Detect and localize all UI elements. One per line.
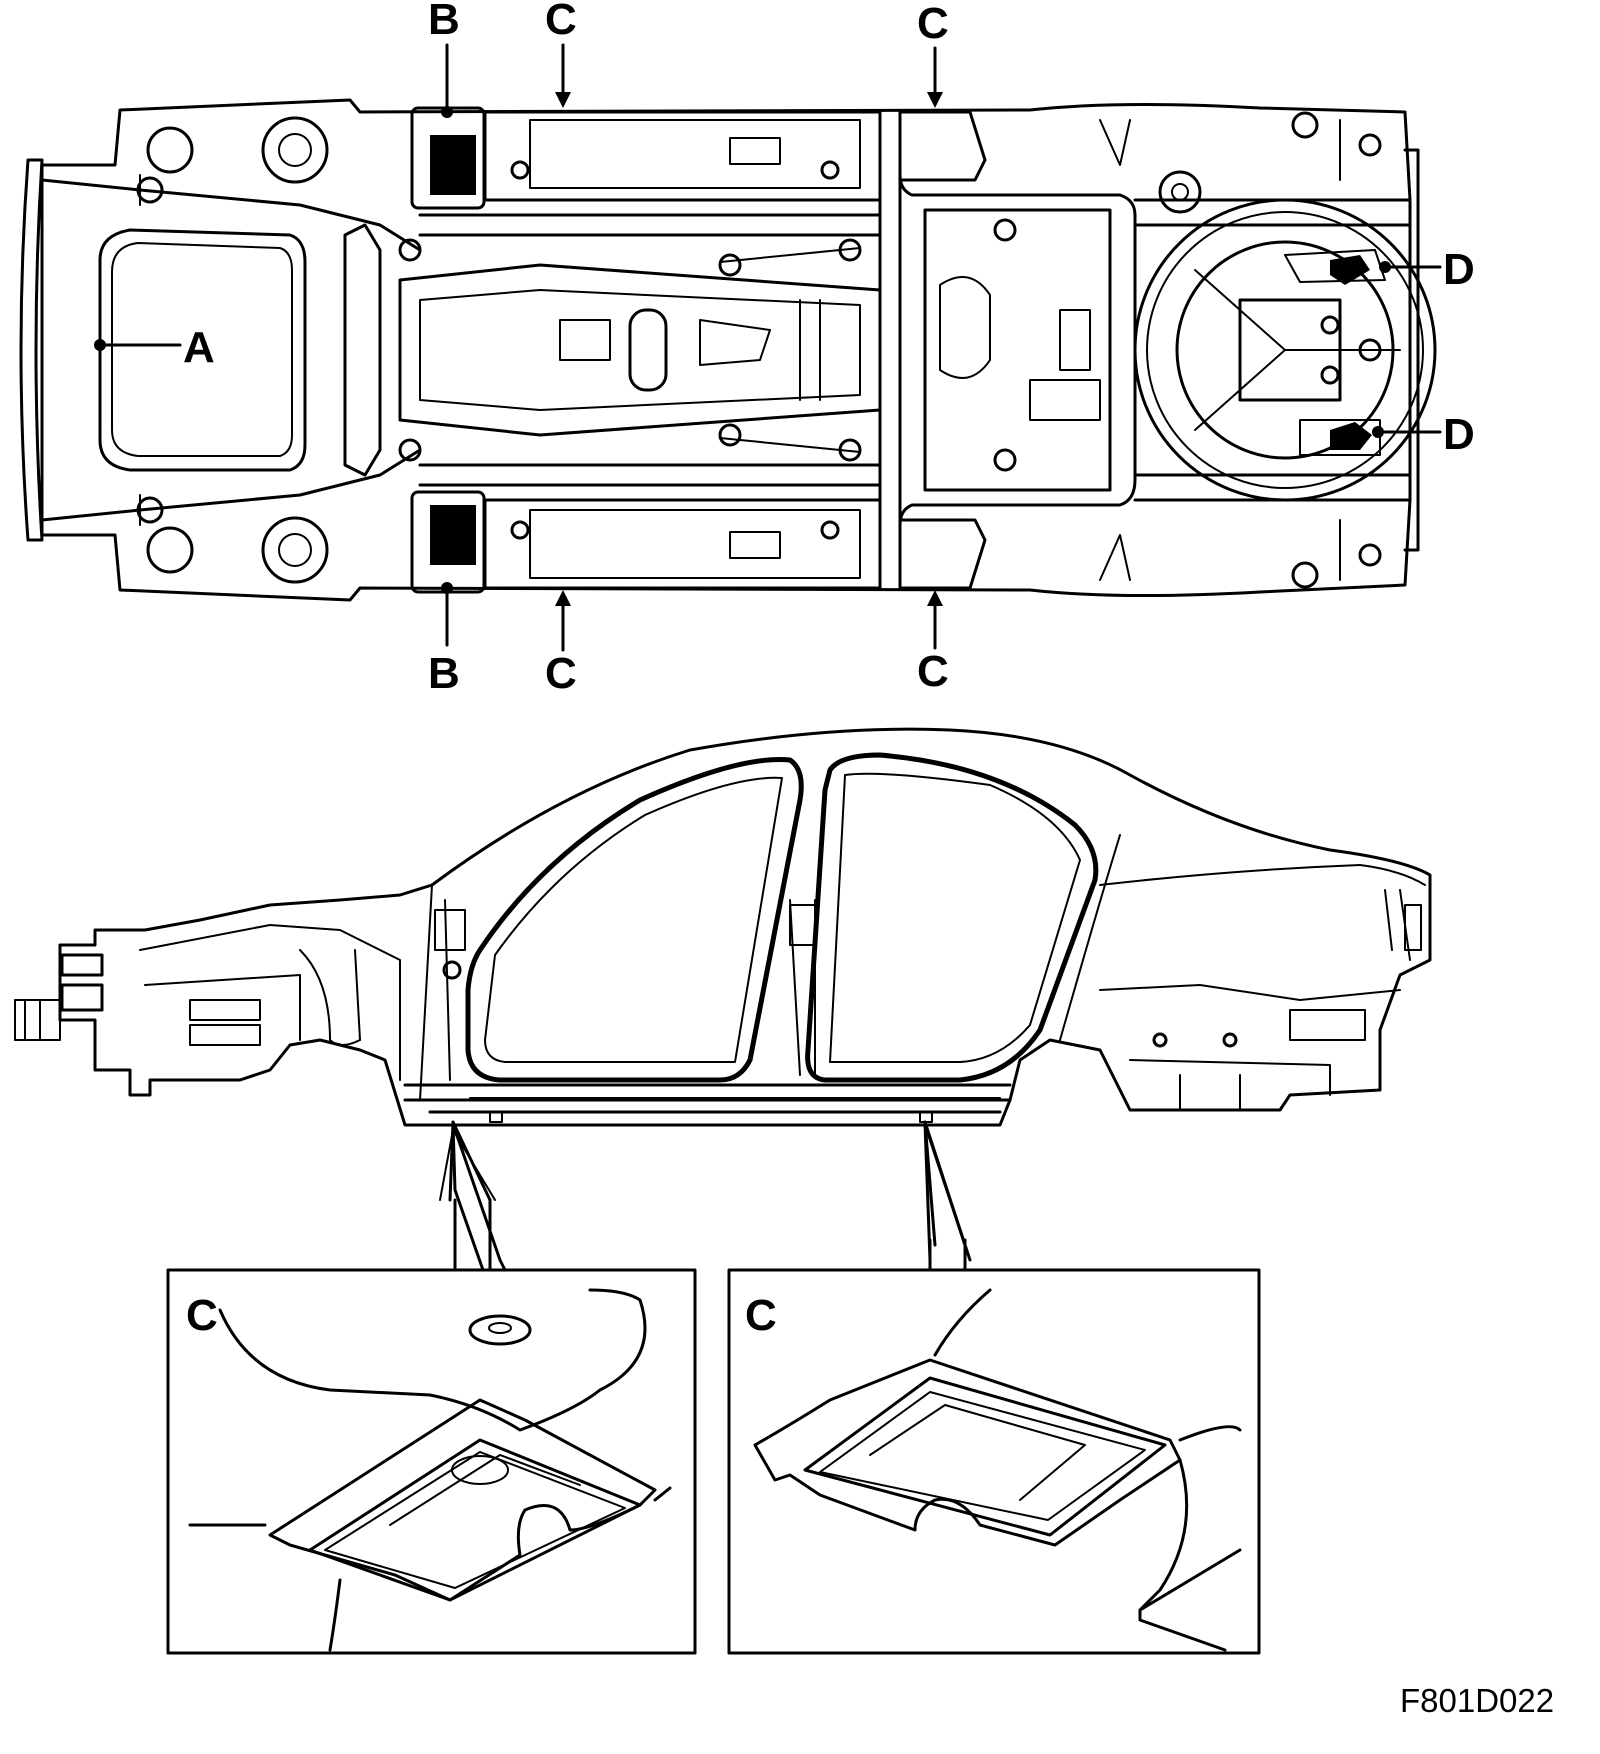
label-c-top-left: C: [545, 0, 577, 44]
detail-box-right-label: C: [745, 1291, 777, 1340]
underbody-plan-view: A B B C C C C D D: [19, 0, 1475, 698]
label-c-bottom-right: C: [917, 647, 949, 696]
label-c-top-right: C: [917, 0, 949, 48]
detail-box-right: [727, 1268, 1261, 1655]
label-b-top: B: [428, 0, 460, 44]
body-side-view: [14, 727, 1432, 1127]
detail-box-left-label: C: [186, 1291, 218, 1340]
label-d-bottom: D: [1443, 410, 1475, 459]
figure-code: F801D022: [1400, 1682, 1554, 1719]
detail-box-left: [166, 1268, 697, 1655]
label-d-top: D: [1443, 245, 1475, 294]
label-c-bottom-left: C: [545, 649, 577, 698]
detail-callouts: C C: [166, 1120, 1261, 1655]
label-b-bottom: B: [428, 649, 460, 698]
label-a: A: [183, 323, 215, 372]
